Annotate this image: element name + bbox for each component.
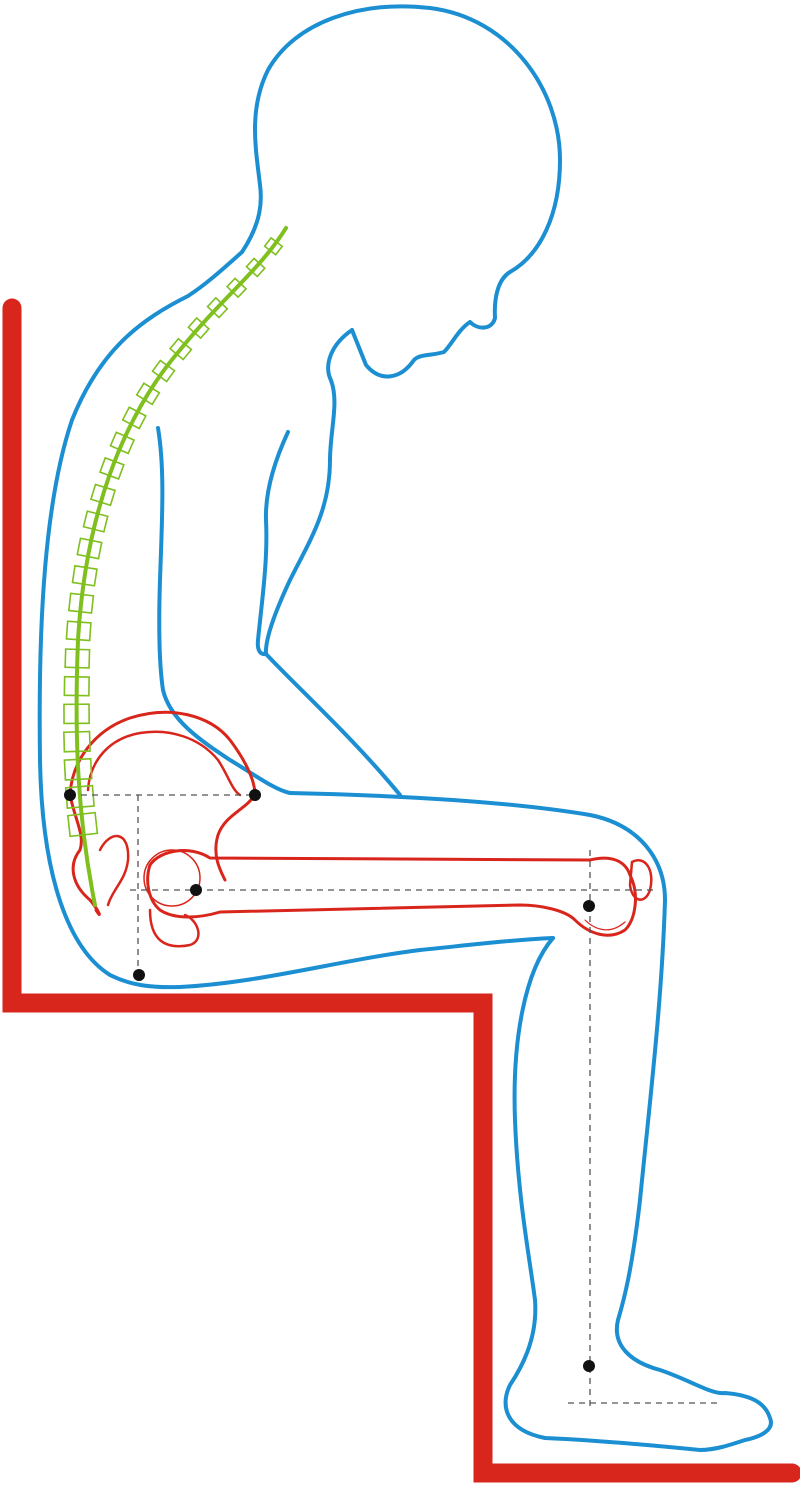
vertebra [151, 359, 176, 383]
vertebra [169, 337, 193, 361]
vertebra [63, 730, 91, 753]
vertebra [109, 431, 136, 455]
spine [63, 226, 288, 907]
joint-markers [64, 789, 595, 1372]
vertebra [67, 592, 95, 614]
vertebra [63, 675, 90, 697]
ankle-joint-point [583, 1360, 595, 1372]
femoral-head [143, 849, 201, 907]
vertebra [82, 510, 109, 533]
hip-joint-point [190, 884, 202, 896]
calf-back-outline [503, 936, 555, 1440]
vertebra [76, 537, 103, 560]
back-outline [37, 250, 555, 990]
vertebra [98, 456, 125, 480]
chair-outline [2, 298, 800, 1483]
skeleton [68, 710, 653, 948]
vertebra [65, 620, 92, 642]
thigh-top-outline [288, 791, 667, 902]
vertebra [71, 564, 98, 587]
anterior-pelvis-point [249, 789, 261, 801]
chest-outline [263, 328, 354, 656]
vertebra [263, 236, 284, 256]
vertebra [187, 316, 210, 340]
vertebra [121, 406, 147, 430]
vertebra [63, 757, 93, 781]
posterior-pelvis-point [64, 789, 76, 801]
spine-curve [74, 226, 288, 907]
knee-joint-point [583, 900, 595, 912]
body-outline [37, 4, 773, 1452]
vertebra [225, 277, 248, 299]
vertebrae-group [63, 236, 284, 838]
reference-lines [70, 794, 718, 1410]
vertebra [64, 648, 91, 669]
back-arm-outline [156, 426, 292, 795]
vertebra [135, 382, 161, 406]
pelvis-outline [68, 710, 257, 916]
vertebra [89, 483, 117, 507]
upper-arm-outline [255, 430, 290, 657]
vertebra [63, 703, 90, 725]
head-outline [240, 4, 562, 379]
pelvis-inner [86, 730, 242, 797]
forearm-outline [264, 652, 402, 797]
vertebra [245, 257, 266, 278]
femur-outline [146, 849, 637, 937]
vertebra [206, 296, 229, 319]
ischium [98, 834, 200, 948]
shin-front-outline [543, 898, 773, 1452]
vertebra [66, 811, 99, 838]
knee-condyle-line [584, 919, 626, 931]
ischial-tuberosity-point [133, 969, 145, 981]
